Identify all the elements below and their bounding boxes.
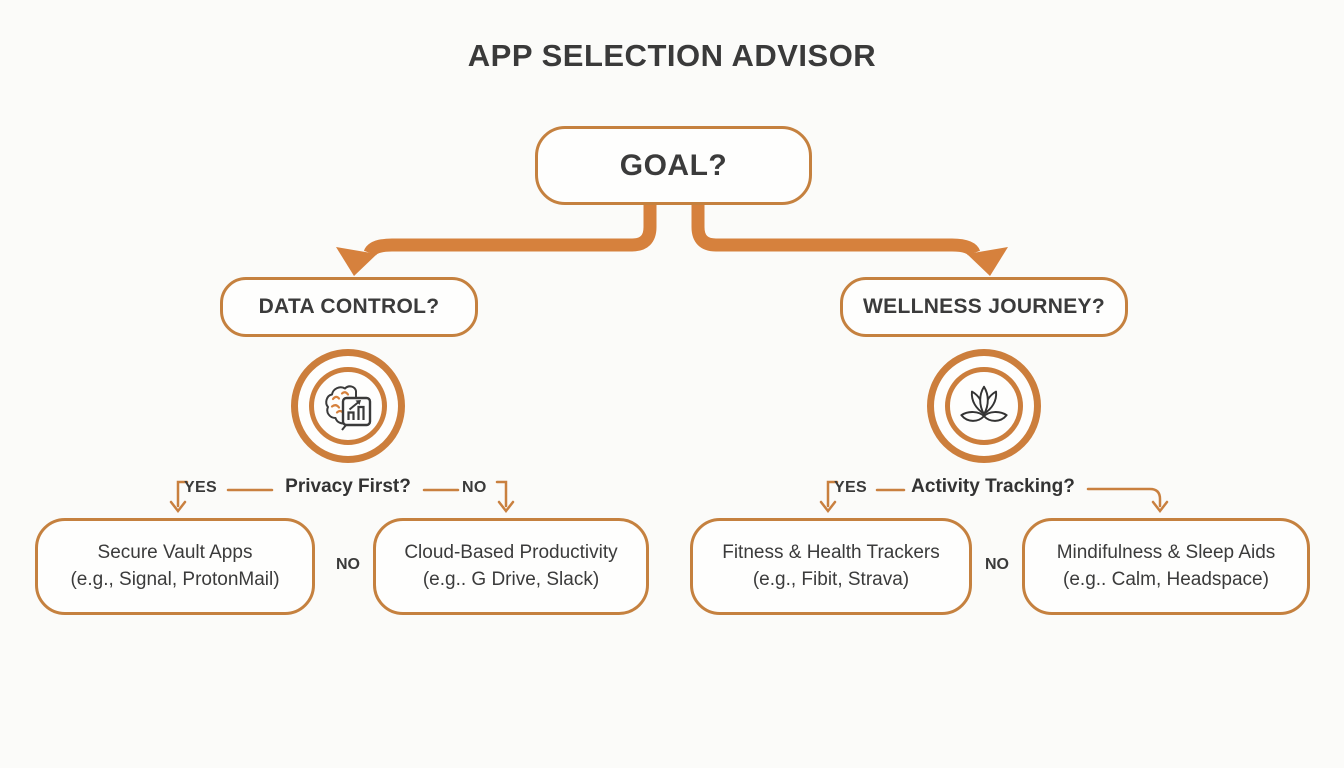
- data-control-badge: [291, 349, 405, 463]
- outcome-title: Cloud-Based Productivity: [404, 541, 618, 563]
- data-control-label: DATA CONTROL?: [258, 295, 440, 318]
- activity-tracking-question: Activity Tracking?: [911, 476, 1075, 497]
- goal-label: GOAL?: [619, 148, 728, 182]
- goal-node: GOAL?: [535, 126, 812, 205]
- outcome-examples: (e.g., Fibit, Strava): [752, 568, 910, 590]
- data-control-node: DATA CONTROL?: [220, 277, 478, 337]
- outcome-examples: (e.g.. G Drive, Slack): [422, 568, 600, 590]
- page-title: APP SELECTION ADVISOR: [467, 38, 877, 73]
- wellness-journey-node: WELLNESS JOURNEY?: [840, 277, 1128, 337]
- privacy-yes-label: YES: [184, 479, 217, 496]
- left-between-no-label: NO: [336, 556, 360, 573]
- goal-to-wellness-arrow: [691, 204, 1008, 276]
- mindfulness-node: Mindifulness & Sleep Aids (e.g.. Calm, H…: [1022, 518, 1310, 615]
- badge-inner-ring: [945, 367, 1023, 445]
- outcome-title: Secure Vault Apps: [97, 541, 253, 563]
- lotus-icon: [960, 385, 1008, 422]
- privacy-first-question: Privacy First?: [285, 476, 411, 497]
- right-between-no-label: NO: [985, 556, 1009, 573]
- cloud-productivity-node: Cloud-Based Productivity (e.g.. G Drive,…: [373, 518, 649, 615]
- fitness-trackers-node: Fitness & Health Trackers (e.g., Fibit, …: [690, 518, 972, 615]
- secure-vault-node: Secure Vault Apps (e.g., Signal, ProtonM…: [35, 518, 315, 615]
- wellness-badge: [927, 349, 1041, 463]
- activity-yes-label: YES: [834, 479, 867, 496]
- outcome-title: Mindifulness & Sleep Aids: [1056, 541, 1276, 563]
- outcome-title: Fitness & Health Trackers: [722, 541, 940, 563]
- brain-analytics-icon: [325, 385, 372, 431]
- privacy-no-label: NO: [462, 479, 487, 496]
- goal-to-data-control-arrow: [336, 204, 657, 276]
- outcome-examples: (e.g.. Calm, Headspace): [1063, 568, 1269, 590]
- outcome-examples: (e.g., Signal, ProtonMail): [70, 568, 280, 590]
- wellness-journey-label: WELLNESS JOURNEY?: [863, 295, 1105, 318]
- badge-inner-ring: [309, 367, 387, 445]
